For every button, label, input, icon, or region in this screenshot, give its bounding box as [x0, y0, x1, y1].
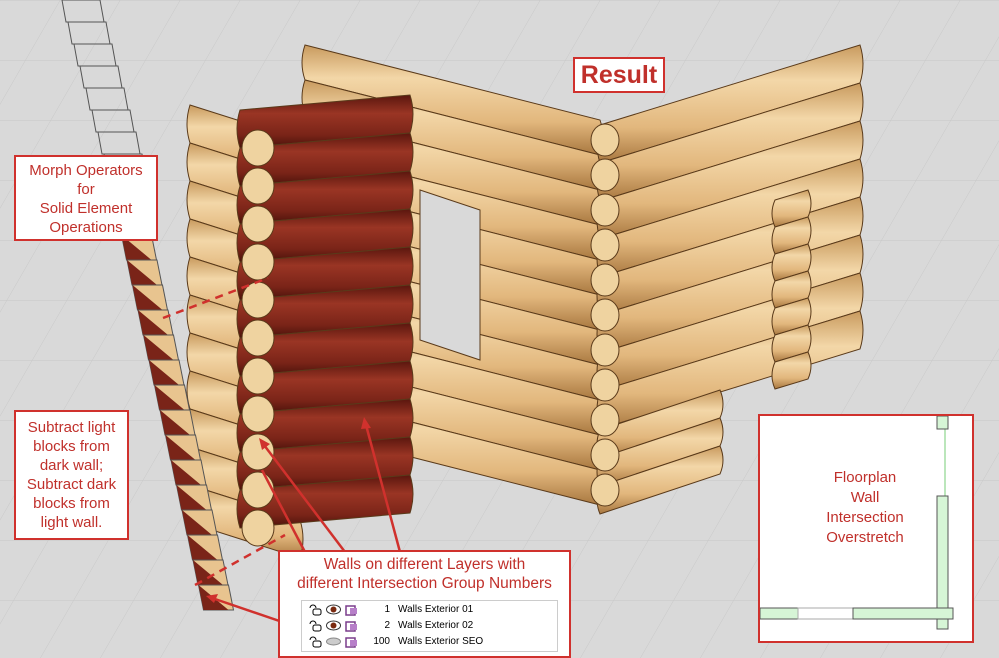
layer-extension-icon[interactable]: [344, 635, 359, 648]
layer-row[interactable]: 100 Walls Exterior SEO: [302, 634, 557, 649]
callout-line: Subtract dark: [26, 476, 117, 493]
callout-line: Solid Element: [39, 200, 133, 217]
log-end: [590, 123, 620, 157]
prism-block-dark: [193, 560, 223, 585]
layer-row[interactable]: 2 Walls Exterior 02: [302, 618, 557, 633]
callout-line: Overstretch: [826, 529, 904, 546]
callout-line: Wall: [850, 489, 880, 506]
callout-line: different Intersection Group Numbers: [297, 575, 552, 592]
lock-open-icon[interactable]: [308, 635, 323, 648]
layer-name: Walls Exterior 01: [398, 604, 474, 615]
layer-name: Walls Exterior SEO: [398, 636, 484, 647]
dashed-pointer: [162, 276, 269, 320]
arrow: [364, 424, 402, 553]
log-end: [590, 403, 620, 437]
callout-line: blocks from: [33, 438, 110, 455]
arrowhead: [361, 417, 371, 429]
prism-block-dark: [127, 260, 157, 285]
log-end: [241, 167, 275, 205]
log-end: [241, 205, 275, 243]
log: [771, 351, 812, 390]
log-end: [590, 368, 620, 402]
plan-opening: [797, 607, 854, 620]
callout-line: Operations: [49, 219, 123, 236]
callout-line: Morph Operators: [29, 162, 143, 179]
annotation-arrows: [162, 276, 402, 630]
callout-line: Subtract light: [27, 419, 116, 436]
floorplan-inset: Floorplan Wall Intersection Overstretch: [758, 414, 974, 643]
prism-block-dark: [149, 360, 179, 385]
log: [236, 474, 414, 529]
plan-wall: [852, 607, 954, 620]
floorplan-label: Floorplan Wall Intersection Overstretch: [800, 468, 930, 548]
plan-wall: [760, 607, 799, 620]
callout-line: for: [77, 181, 95, 198]
lock-open-icon[interactable]: [308, 603, 323, 616]
plan-wall: [936, 495, 949, 630]
log-end: [590, 193, 620, 227]
floorplan-drawing: [760, 416, 954, 630]
callout-line: light wall.: [40, 514, 103, 531]
prism-block-dark: [182, 510, 212, 535]
prism-block-dark: [176, 485, 207, 510]
log-end: [241, 243, 275, 281]
arrowhead: [259, 438, 270, 450]
callout-line: Floorplan: [833, 469, 897, 486]
callout-line: Intersection: [826, 509, 904, 526]
callout-line: blocks from: [33, 495, 110, 512]
log-end: [590, 228, 620, 262]
prism-block-dark: [187, 535, 218, 560]
log-end: [241, 129, 275, 167]
eye-icon[interactable]: [326, 603, 341, 616]
window-opening: [419, 189, 481, 361]
intersection-group-number: 100: [373, 636, 390, 647]
layer-row[interactable]: 1 Walls Exterior 01: [302, 602, 557, 617]
arrow: [263, 444, 346, 553]
prism-block-dark: [165, 435, 196, 460]
log-end: [241, 471, 275, 509]
log-end: [241, 319, 275, 357]
log-end: [590, 263, 620, 297]
callout-line: dark wall;: [39, 457, 104, 474]
layer-name: Walls Exterior 02: [398, 620, 474, 631]
result-label: Result: [573, 57, 665, 93]
prism-block-dark: [160, 410, 190, 435]
log-end: [590, 473, 620, 507]
prism-block-dark: [171, 460, 201, 485]
log-end: [590, 298, 620, 332]
log-end: [590, 333, 620, 367]
plan-wall: [936, 416, 949, 430]
prism-block-dark: [121, 235, 152, 260]
intersection-group-number: 2: [384, 620, 390, 631]
log-end: [241, 509, 275, 547]
log-end: [590, 158, 620, 192]
layer-extension-icon[interactable]: [344, 619, 359, 632]
lock-open-icon[interactable]: [308, 619, 323, 632]
log-end: [241, 357, 275, 395]
log-end: [241, 395, 275, 433]
intersection-group-number: 1: [384, 604, 390, 615]
prism-block-dark: [138, 310, 168, 335]
log-end: [590, 438, 620, 472]
eye-hidden-icon[interactable]: [326, 635, 341, 648]
layer-extension-icon[interactable]: [344, 603, 359, 616]
prism-block-dark: [154, 385, 185, 410]
arrowhead: [206, 594, 218, 603]
prism-block-dark: [143, 335, 174, 360]
subtract-callout: Subtract light blocks from dark wall; Su…: [14, 410, 129, 540]
layer-list: 1 Walls Exterior 01 2 Walls Exterior 02 …: [301, 600, 558, 652]
prism-block-dark: [132, 285, 163, 310]
eye-icon[interactable]: [326, 619, 341, 632]
morph-operators-callout: Morph Operators for Solid Element Operat…: [14, 155, 158, 241]
arrow: [260, 469, 307, 553]
walls-layers-callout: Walls on different Layers with different…: [278, 550, 571, 658]
callout-line: Walls on different Layers with: [323, 556, 526, 573]
dashed-pointer: [194, 533, 286, 587]
